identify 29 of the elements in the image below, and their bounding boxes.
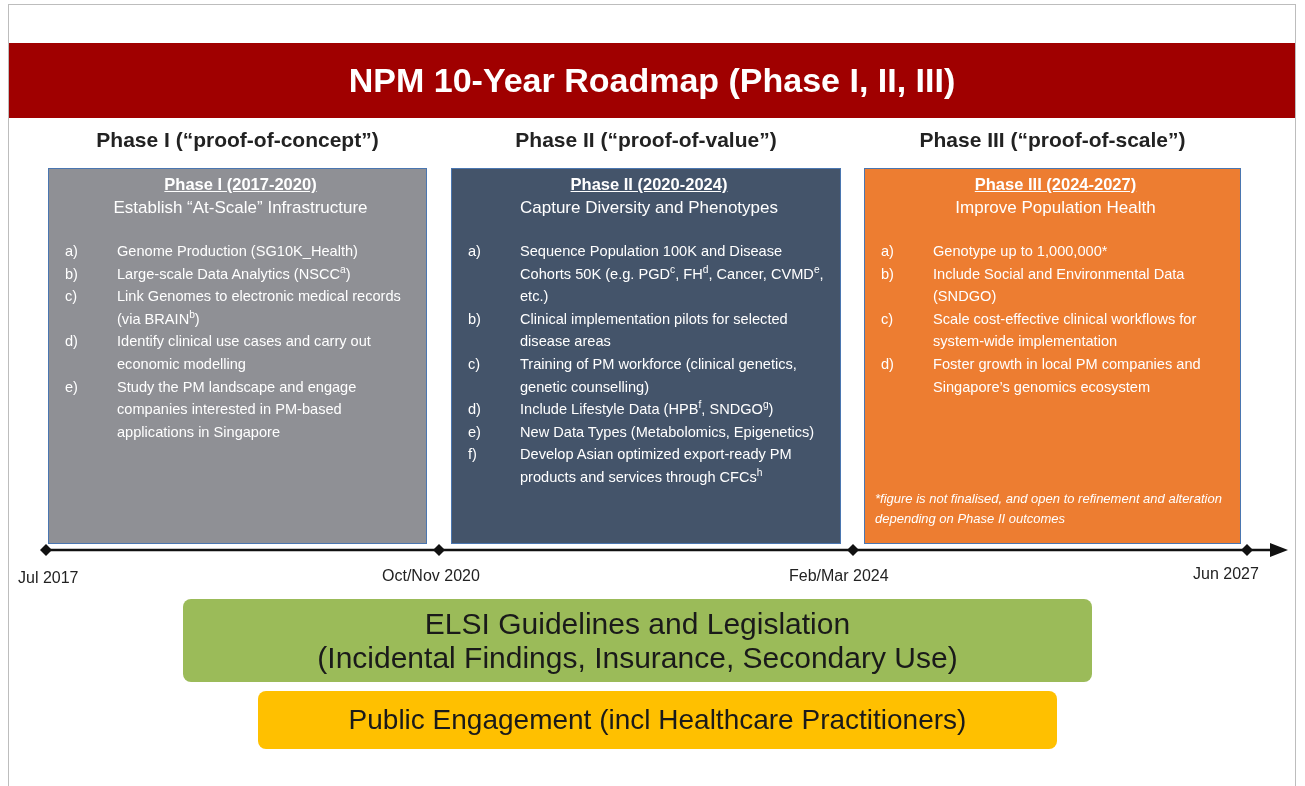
- phase-title: Phase II (2020-2024): [570, 175, 728, 194]
- list-item: a) Genotype up to 1,000,000*: [881, 242, 1109, 261]
- timeline-date: Jun 2027: [1193, 565, 1259, 583]
- phase-subtitle: Establish “At-Scale” Infrastructure: [113, 198, 368, 218]
- list-item: d) Include Lifestyle Data (HPB$^{f}$, SNDGO$^{g}$): [468, 398, 775, 420]
- list-item: b) Include Social and Environmental Data (SNDGO): [881, 264, 1186, 307]
- banner-box: ELSI Guidelines and Legislation (Incidental Findings, Insurance, Secondary Use): [183, 599, 1092, 682]
- title-banner: NPM 10-Year Roadmap (Phase I, II, III): [9, 43, 1295, 118]
- phase-title: Phase I (2017-2020): [164, 175, 317, 194]
- list-item: d) Foster growth in local PM companies and Singapore’s genomics ecosystem: [881, 354, 1202, 397]
- phase-subtitle: Capture Diversity and Phenotypes: [520, 198, 778, 218]
- phase-heading: Phase III (“proof-of-scale”): [918, 128, 1187, 152]
- timeline-date: Jul 2017: [18, 569, 79, 587]
- list-item: a) Genome Production (SG10K_Health): [65, 242, 359, 261]
- list-item: a) Sequence Population 100K and Disease Cohorts 50K (e.g. PGD$^{c}$, FH$^{d}$, Cancer, CVMD$^{e}$, etc.): [468, 242, 825, 307]
- list-item: e) New Data Types (Metabolomics, Epigenetics): [468, 422, 816, 442]
- list-item: c) Training of PM workforce (clinical genetics, genetic counselling): [468, 354, 798, 397]
- phase-title: Phase III (2024-2027): [974, 175, 1137, 194]
- footnote: *figure is not finalised, and open to refinement and alteration depending on Phase II outcomes: [875, 490, 1223, 528]
- timeline-date: Feb/Mar 2024: [789, 567, 889, 585]
- list-item: b) Large-scale Data Analytics (NSCC$^{a}$): [65, 262, 352, 284]
- list-item: e) Study the PM landscape and engage companies interested in PM-based applications in Singapore: [65, 377, 358, 442]
- phase-heading: Phase II (“proof-of-value”): [514, 128, 778, 152]
- phase-subtitle: Improve Population Health: [955, 198, 1156, 218]
- phase-heading: Phase I (“proof-of-concept”): [95, 128, 380, 152]
- list-item: c) Link Genomes to electronic medical records (via BRAIN$^{b}$): [65, 287, 402, 329]
- list-item: f) Develop Asian optimized export-ready PM products and services through CFCs$^{h}$: [468, 445, 793, 487]
- banner-box: Public Engagement (incl Healthcare Practitioners): [258, 691, 1057, 749]
- timeline-date: Oct/Nov 2020: [382, 567, 480, 585]
